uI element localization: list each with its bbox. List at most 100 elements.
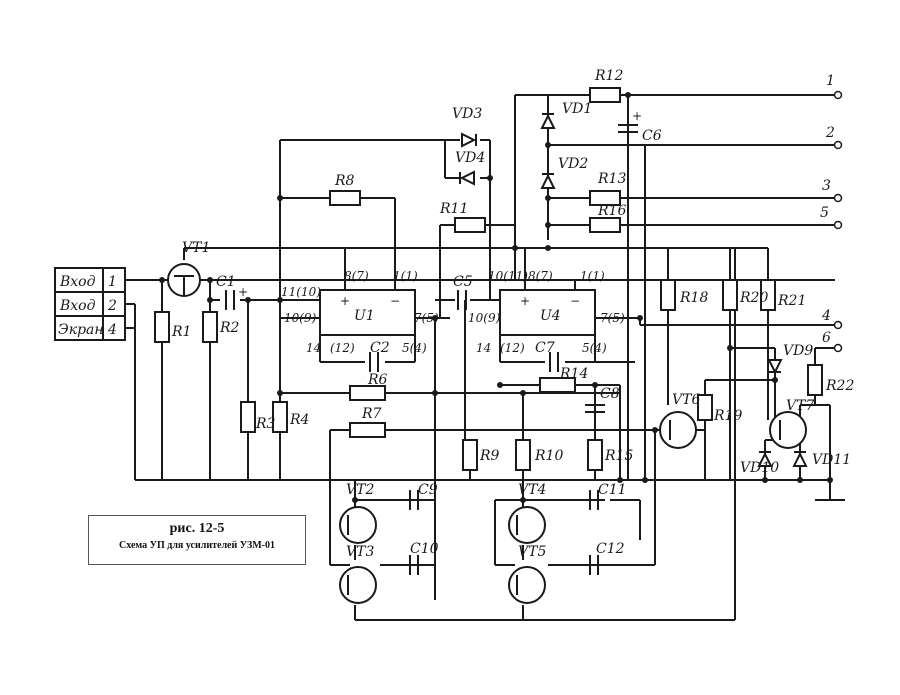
label-r11: R11	[439, 201, 468, 217]
r14-resistor	[539, 377, 576, 393]
label-c2: C2	[370, 340, 390, 356]
u4-pin-7: 7(5)	[600, 311, 625, 325]
terminal-2-label: 2	[825, 125, 835, 141]
label-c12: C12	[596, 541, 625, 557]
label-r4: R4	[289, 412, 309, 428]
u4-plus: +	[520, 294, 530, 308]
u1-minus: −	[390, 294, 400, 308]
r2-resistor	[202, 311, 218, 343]
c6-plus: +	[632, 109, 642, 123]
u1-pin-1: 1(1)	[393, 269, 418, 283]
r9-resistor	[462, 439, 478, 471]
label-r7: R7	[361, 406, 382, 422]
terminal-1-label: 1	[826, 73, 835, 89]
label-c9: C9	[418, 482, 438, 498]
pin-labels: 8(7) 1(1) 11(10) 10(9) 7(5) 14 (12) 5(4)…	[238, 109, 642, 355]
r18-resistor	[660, 279, 676, 311]
label-r12: R12	[594, 68, 623, 84]
vt1-transistor	[167, 263, 201, 297]
label-c5: C5	[453, 274, 473, 290]
label-r16: R16	[597, 203, 626, 219]
label-r2: R2	[219, 320, 240, 336]
c1-capacitor	[225, 290, 235, 310]
u4-pin-14: 14	[476, 341, 491, 355]
u1-pin-5: 5(4)	[402, 341, 427, 355]
label-vt7: VT7	[786, 398, 814, 414]
u4-pin-5: 5(4)	[582, 341, 607, 355]
label-r13: R13	[597, 171, 626, 187]
label-u4: U4	[540, 308, 561, 324]
label-vt2: VT2	[346, 482, 374, 498]
r7-resistor	[349, 422, 386, 438]
u4-pin-12: (12)	[500, 341, 525, 355]
r3-resistor	[240, 401, 256, 433]
r11-resistor	[454, 217, 486, 233]
r19-resistor	[697, 394, 713, 421]
label-r10: R10	[534, 448, 563, 464]
label-c7: C7	[535, 340, 555, 356]
terminal-4-label: 4	[821, 308, 831, 324]
u1-pin-10: 10(9)	[284, 311, 317, 325]
label-vt5: VT5	[518, 544, 546, 560]
terminal-5-label: 5	[820, 205, 829, 221]
u4-pin-10: 10(9)	[468, 311, 501, 325]
label-vd11: VD11	[812, 452, 851, 468]
diodes	[459, 113, 808, 467]
label-r6: R6	[367, 372, 388, 388]
component-labels: VT1 C1 R1 R2 R3 R4 R8 R11 VD3 VD4 U1 C2 …	[171, 68, 854, 560]
label-vd3: VD3	[452, 106, 482, 122]
r20-resistor	[722, 279, 738, 311]
u1-pin-7: 7(5)	[414, 311, 439, 325]
label-c10: C10	[410, 541, 439, 557]
u1-opamp	[319, 289, 416, 336]
wiring	[125, 94, 845, 621]
r8-resistor	[329, 190, 361, 206]
label-vt4: VT4	[518, 482, 546, 498]
transistors	[339, 411, 807, 604]
u1-pin-11: 11(10)	[281, 285, 321, 299]
connector-row-2-pin: 2	[107, 298, 117, 314]
u1-plus: +	[340, 294, 350, 308]
label-r22: R22	[825, 378, 854, 394]
u1-pin-8: 8(7)	[344, 269, 369, 283]
r10-resistor	[515, 439, 531, 471]
connector-row-1-name: Вход	[59, 274, 96, 290]
label-r14: R14	[559, 366, 588, 382]
label-c8: C8	[600, 386, 620, 402]
r15-resistor	[587, 439, 603, 471]
connector-row-3-pin: 4	[107, 322, 117, 338]
label-r1: R1	[171, 324, 191, 340]
label-vd1: VD1	[562, 101, 592, 117]
c1-plus: +	[238, 285, 248, 299]
caption-title: рис. 12-5	[169, 521, 225, 536]
r16-resistor	[589, 217, 621, 233]
terminal-6-label: 6	[822, 330, 831, 346]
u1-pin-12: (12)	[330, 341, 355, 355]
label-vd10: VD10	[740, 460, 779, 476]
label-vt3: VT3	[346, 544, 374, 560]
r6-resistor	[349, 385, 386, 401]
label-vt6: VT6	[672, 392, 700, 408]
label-r3: R3	[255, 416, 276, 432]
label-u1: U1	[354, 308, 375, 324]
label-vd4: VD4	[455, 150, 485, 166]
connector-row-3-name: Экран	[58, 322, 104, 338]
r4-resistor	[272, 401, 288, 433]
u4-pin-10a: 10(11)	[488, 269, 528, 283]
r12-resistor	[589, 87, 621, 103]
label-r21: R21	[777, 293, 806, 309]
connector-row-2-name: Вход	[59, 298, 96, 314]
label-r20: R20	[739, 290, 768, 306]
label-c6: C6	[642, 128, 662, 144]
caption-subtitle: Схема УП для усилителей УЗМ-01	[118, 540, 276, 551]
r21-resistor	[760, 279, 776, 311]
label-r15: R15	[604, 448, 633, 464]
label-c11: C11	[598, 482, 627, 498]
capacitors	[369, 124, 638, 575]
u4-pin-8: 8(7)	[528, 269, 553, 283]
label-r9: R9	[479, 448, 500, 464]
figure-caption: рис. 12-5 Схема УП для усилителей УЗМ-01	[88, 515, 306, 565]
r22-resistor	[807, 364, 823, 396]
label-vd2: VD2	[558, 156, 588, 172]
